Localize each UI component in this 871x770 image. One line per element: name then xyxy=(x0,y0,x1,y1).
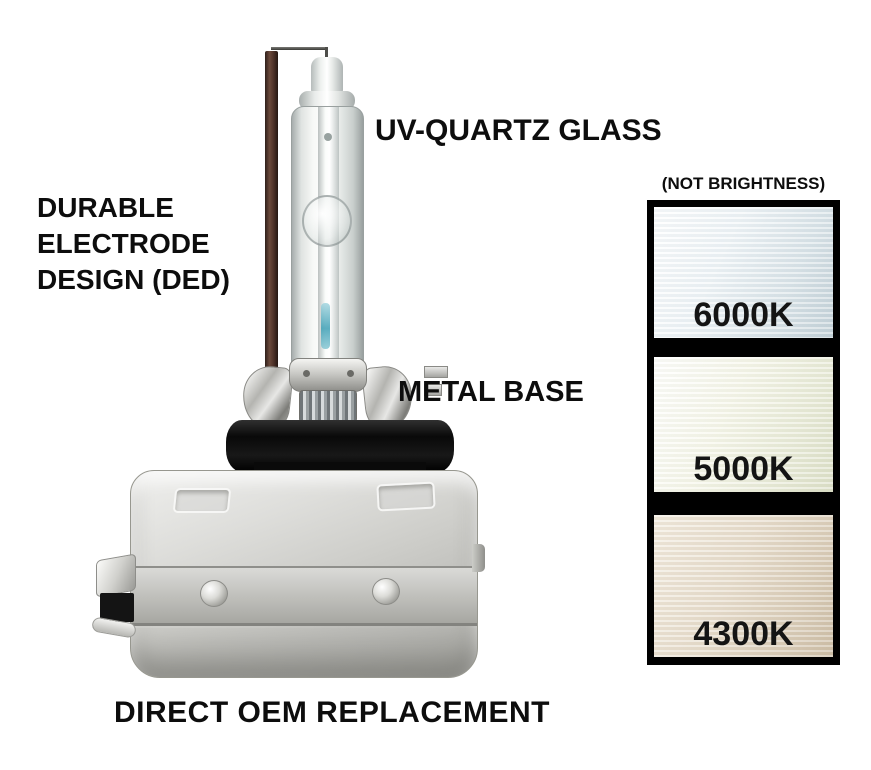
housing-rivet-right xyxy=(372,578,400,605)
connector-silver-tab xyxy=(96,553,136,598)
color-temperature-panel: 6000K 5000K 4300K xyxy=(647,200,840,665)
bulb-electrode-dot xyxy=(324,133,332,141)
metal-base-crimp-neck xyxy=(299,390,357,423)
swatch-5000k-label: 5000K xyxy=(693,450,794,488)
swatch-5000k: 5000K xyxy=(654,357,833,492)
housing-mid-band xyxy=(131,566,477,626)
swatch-6000k: 6000K xyxy=(654,207,833,338)
bracket-rivet-right xyxy=(347,370,354,377)
bulb-top-wire-horizontal xyxy=(271,47,328,50)
label-ded-line1: DURABLE xyxy=(37,192,174,223)
metal-base-tab-lower xyxy=(424,384,442,396)
metal-base-bracket xyxy=(289,358,367,392)
metal-base-tab-upper xyxy=(424,366,448,378)
label-metal-base: METAL BASE xyxy=(398,376,584,408)
bulb-xenon-arc-tint xyxy=(321,303,330,349)
bulb-quartz-glass-tube xyxy=(291,106,364,372)
label-ded-line2: ELECTRODE xyxy=(37,228,210,259)
housing-rivet-left xyxy=(200,580,228,607)
bulb-top-wire-vertical xyxy=(325,47,328,62)
bulb-glass-shoulder xyxy=(299,91,355,110)
bulb-inner-capsule xyxy=(302,195,352,247)
bulb-return-wire-strip xyxy=(265,51,278,389)
housing-indent-right xyxy=(376,481,436,512)
swatch-4300k-label: 4300K xyxy=(693,615,794,653)
label-uv-quartz-glass: UV-QUARTZ GLASS xyxy=(375,114,662,147)
bulb-base-housing xyxy=(130,470,478,678)
swatch-4300k: 4300K xyxy=(654,515,833,657)
bulb-glass-tip xyxy=(311,57,343,95)
color-panel-header: (NOT BRIGHTNESS) xyxy=(661,174,826,193)
housing-indent-left xyxy=(172,488,232,513)
label-ded-line3: DESIGN (DED) xyxy=(37,264,230,295)
bracket-rivet-left xyxy=(303,370,310,377)
label-direct-oem-replacement: DIRECT OEM REPLACEMENT xyxy=(114,696,551,729)
housing-bottom-shade xyxy=(131,628,477,677)
connector-black-block xyxy=(100,593,134,622)
swatch-6000k-label: 6000K xyxy=(693,296,794,334)
housing-right-tab xyxy=(472,544,485,572)
label-durable-electrode-design: DURABLE ELECTRODE DESIGN (DED) xyxy=(37,190,230,298)
